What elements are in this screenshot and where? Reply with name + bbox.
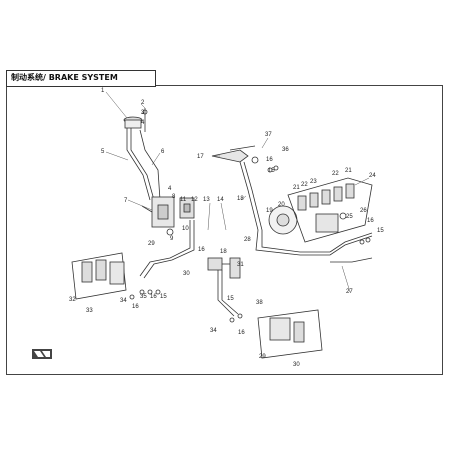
callout-14: 14 [217,197,224,203]
callout-21: 21 [293,185,300,191]
callout-29: 29 [148,241,155,247]
diagram-title: 制动系统/ BRAKE SYSTEM [11,73,118,82]
callout-5: 5 [101,149,105,155]
brake-pad-kit-box [287,177,373,243]
callout-8: 8 [172,194,176,200]
callout-24: 24 [369,173,376,179]
callout-34: 34 [120,298,127,304]
callout-9: 9 [170,236,174,242]
callout-16c: 16 [198,247,205,253]
callout-16f: 16 [238,330,245,336]
vehicle-logo-icon [32,349,52,359]
callout-3: 3 [141,110,145,116]
front-left-caliper-box [71,252,127,300]
callout-22b: 22 [332,171,339,177]
callout-2: 2 [141,100,145,106]
brake-disc-rear [268,205,298,235]
callout-38: 38 [256,300,263,306]
callout-36: 36 [282,147,289,153]
callout-29b: 29 [259,354,266,360]
callout-4b: 4 [168,186,172,192]
callout-30: 30 [183,271,190,277]
callout-28: 28 [244,237,251,243]
right-brake-line [329,232,373,263]
callout-26: 26 [360,208,367,214]
callout-17: 17 [197,154,204,160]
callout-13: 13 [203,197,210,203]
callout-15d: 15 [227,296,234,302]
title-box: 制动系统/ BRAKE SYSTEM [6,70,156,87]
callout-labels: 1 2 3 4 5 6 7 4 8 9 10 11 12 13 14 17 37… [69,88,384,368]
callout-10: 10 [182,226,189,232]
callout-37: 37 [265,132,272,138]
callout-1: 1 [101,88,105,94]
callout-6: 6 [161,149,165,155]
callout-22: 22 [301,182,308,188]
callout-4: 4 [141,120,145,126]
callout-23: 23 [310,179,317,185]
brake-tee-junction [207,257,241,317]
callout-15b: 15 [377,228,384,234]
brake-reservoir [123,108,148,132]
callout-16: 16 [266,157,273,163]
callout-31: 31 [237,262,244,268]
callout-35: 35 [140,294,147,300]
callout-20: 20 [278,202,285,208]
rear-caliper-box [257,309,323,359]
callout-33: 33 [86,308,93,314]
callout-30b: 30 [293,362,300,368]
callout-18: 18 [237,196,244,202]
diagram-frame [6,85,443,375]
callout-19: 19 [266,208,273,214]
callout-21b: 21 [345,168,352,174]
reservoir-hose [126,128,161,201]
master-cylinder [141,196,175,236]
callout-16b: 16 [367,218,374,224]
left-brake-line [139,220,195,279]
callout-7: 7 [124,198,128,204]
callout-27: 27 [346,289,353,295]
leader-lines [105,91,370,293]
callout-25: 25 [346,214,353,220]
brake-valve [179,197,195,219]
callout-16d: 16 [132,304,139,310]
callout-32: 32 [69,297,76,303]
callout-34b: 34 [210,328,217,334]
hand-brake-lever [211,145,259,164]
callout-16e: 16 [150,294,157,300]
rear-brake-cable [239,161,330,256]
callout-18b: 18 [220,249,227,255]
callout-15c: 15 [160,294,167,300]
callout-12: 12 [191,197,198,203]
callout-15: 15 [268,168,275,174]
callout-11: 11 [180,197,187,203]
bolts-and-washers [129,165,371,323]
